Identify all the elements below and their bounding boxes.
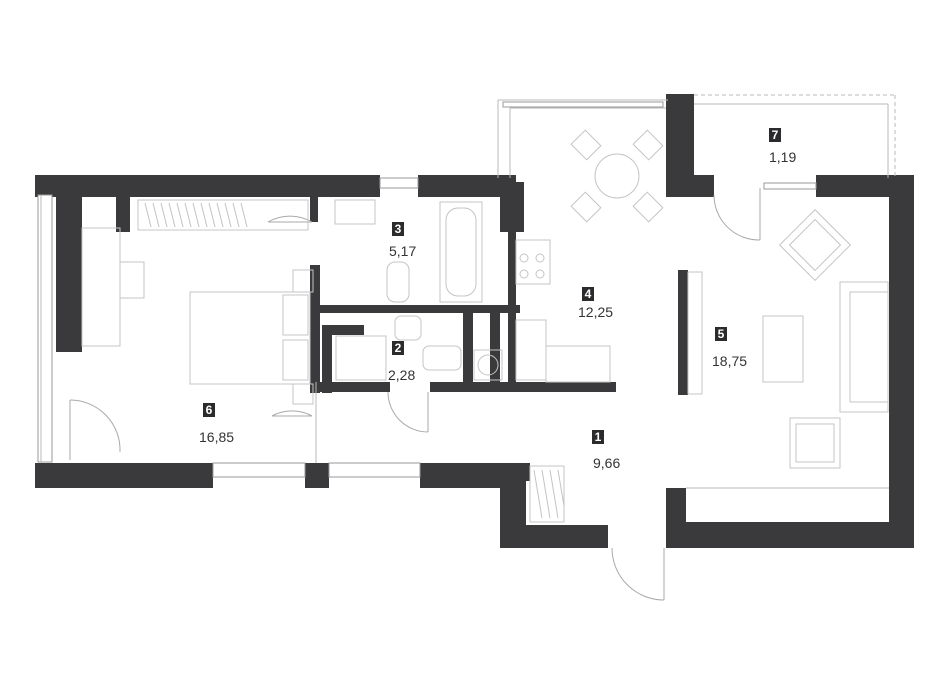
room-number-badge [715, 327, 727, 341]
room-number: 6 [206, 403, 213, 417]
room-area: 18,75 [712, 353, 747, 369]
room-number-badge [392, 222, 404, 236]
room-number-badge [769, 128, 781, 142]
room-number: 5 [718, 327, 725, 341]
room-5-label: 518,75 [712, 327, 747, 369]
room-area: 16,85 [199, 429, 234, 445]
room-3-label: 35,17 [389, 222, 416, 259]
furniture [81, 129, 889, 523]
room-6-label: 616,85 [199, 403, 234, 445]
room-number: 3 [395, 222, 402, 236]
room-number-badge [592, 430, 604, 444]
room-area: 9,66 [593, 455, 620, 471]
room-number: 1 [595, 430, 602, 444]
room-number-badge [203, 403, 215, 417]
room-number: 7 [772, 128, 779, 142]
room-number: 4 [585, 287, 592, 301]
room-number-badge [392, 341, 404, 355]
windows [37, 94, 896, 478]
room-area: 12,25 [578, 304, 613, 320]
room-area: 1,19 [769, 149, 796, 165]
room-1-label: 19,66 [592, 430, 620, 471]
doors [69, 182, 817, 601]
room-area: 5,17 [389, 243, 416, 259]
room-area: 2,28 [388, 367, 415, 383]
room-number-badge [582, 287, 594, 301]
room-2-label: 22,28 [388, 341, 415, 383]
room-4-label: 412,25 [578, 287, 613, 320]
walls [35, 94, 914, 548]
room-7-label: 71,19 [769, 128, 796, 165]
room-number: 2 [395, 341, 402, 355]
